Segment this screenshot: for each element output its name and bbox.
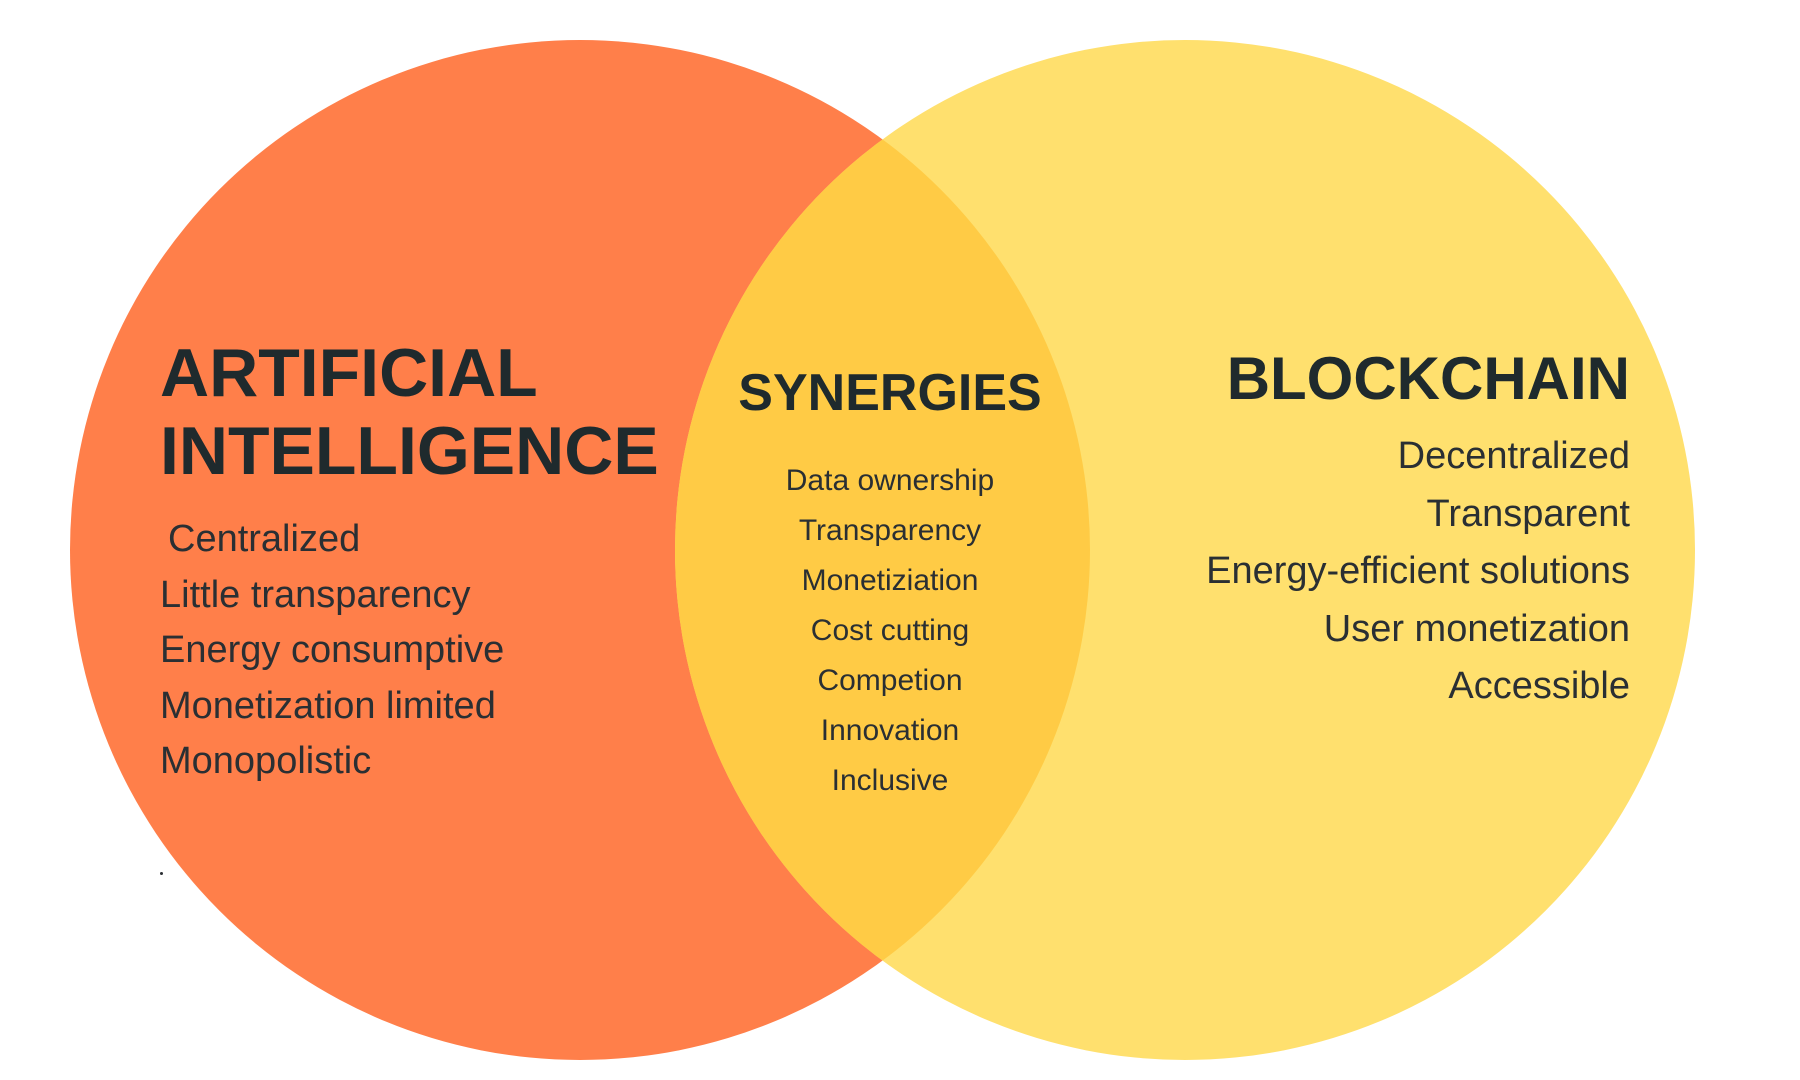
ai-trait-item: Monetization limited: [160, 684, 496, 727]
blockchain-trait-item: User monetization: [1323, 607, 1630, 650]
blockchain-trait-item: Decentralized: [1397, 435, 1630, 477]
synergies-text-block: SYNERGIES Data ownership Transparency Mo…: [720, 360, 1060, 806]
ai-title-line2: INTELLIGENCE: [160, 413, 659, 489]
synergy-item: Innovation: [820, 714, 960, 747]
synergy-item: Cost cutting: [810, 614, 970, 647]
synergy-item: Data ownership: [785, 464, 995, 497]
synergy-item: Monetiziation: [801, 564, 979, 597]
blockchain-trait-item: Transparent: [1426, 492, 1630, 535]
blockchain-trait-item: Energy-efficient solutions: [1206, 550, 1630, 592]
blockchain-text-block: BLOCKCHAIN Decentralized Transparent Ene…: [1100, 342, 1630, 716]
ai-trait-item: Centralized: [168, 518, 361, 560]
ai-traits-list: Centralized Little transparency Energy c…: [160, 512, 680, 790]
stray-dot: [160, 872, 163, 875]
ai-trait-item: Energy consumptive: [160, 629, 505, 671]
synergies-list: Data ownership Transparency Monetiziatio…: [720, 456, 1060, 806]
ai-title-line1: ARTIFICIAL: [160, 335, 538, 411]
ai-trait-item: Little transparency: [160, 573, 471, 616]
blockchain-title: BLOCKCHAIN: [1226, 345, 1630, 412]
blockchain-trait-item: Accessible: [1448, 665, 1630, 707]
blockchain-traits-list: Decentralized Transparent Energy-efficie…: [1100, 428, 1630, 716]
ai-trait-item: Monopolistic: [160, 740, 372, 782]
synergy-item: Inclusive: [831, 764, 949, 797]
synergy-item: Transparency: [798, 514, 982, 547]
synergy-item: Competion: [817, 664, 963, 697]
synergies-overlap: [675, 40, 1090, 1060]
ai-text-block: ARTIFICIAL INTELLIGENCE Centralized Litt…: [160, 334, 680, 790]
synergies-title: SYNERGIES: [738, 364, 1042, 422]
